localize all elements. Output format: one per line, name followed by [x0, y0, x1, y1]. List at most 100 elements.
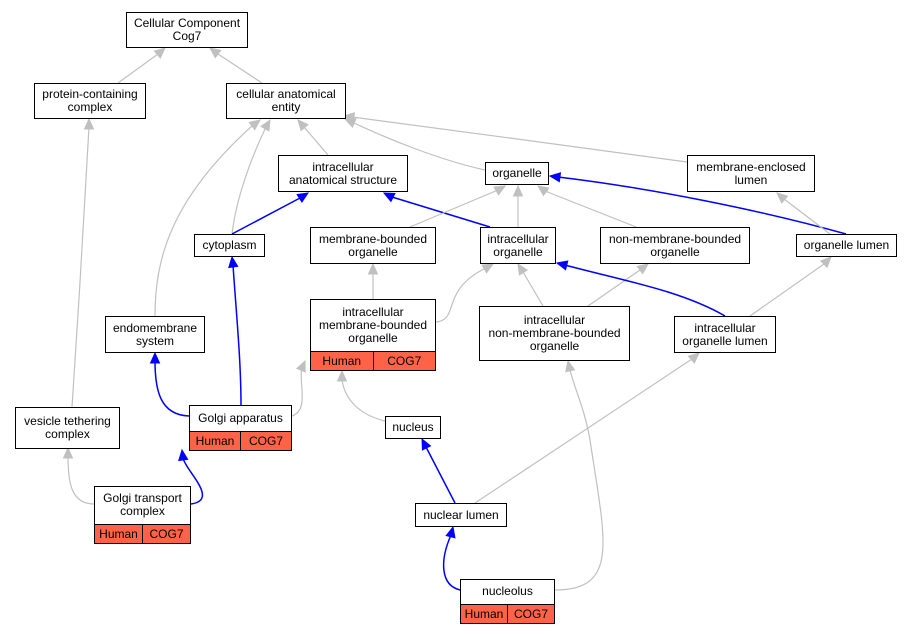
node-intracellular-non-membrane-bounded-organelle[interactable]: intracellular non-membrane-bounded organ…: [479, 306, 630, 361]
edge-cae-to-root: [217, 53, 263, 84]
node-label: Cellular Component Cog7: [133, 16, 241, 43]
annotation-row: Human COG7: [310, 351, 436, 371]
node-label: protein-containing complex: [42, 87, 138, 114]
edge-gtc-to-vtc: [67, 455, 95, 505]
node-organelle[interactable]: organelle: [485, 162, 549, 185]
node-label: organelle lumen: [803, 238, 890, 252]
arrowhead-golgi-to-imbo: [296, 359, 306, 373]
annotation-row: Human COG7: [460, 604, 555, 624]
species-cell[interactable]: Human: [195, 434, 235, 448]
arrowhead-vtc-to-pcc: [83, 117, 95, 130]
node-intracellular-membrane-bounded-organelle[interactable]: intracellular membrane-bounded organelle…: [310, 299, 436, 371]
arrowhead-io-to-org: [512, 184, 524, 197]
node-label: endomembrane system: [112, 320, 198, 348]
edge-golgi-to-cyt: [232, 264, 242, 406]
species-cell[interactable]: Human: [99, 527, 138, 541]
arrowhead-gtc-to-vtc: [62, 446, 74, 459]
edge-iol-to-io: [564, 264, 726, 317]
edge-nl-to-iol: [474, 358, 693, 504]
edge-imbo-to-io: [435, 267, 487, 323]
arrowhead-nl-to-nuc: [421, 437, 432, 451]
arrowhead-mel-to-cae: [342, 112, 356, 123]
node-protein-containing-complex[interactable]: protein-containing complex: [34, 83, 146, 119]
edge-gtc-to-golgi: [182, 457, 204, 505]
arrowhead-nmbo-to-org: [537, 185, 550, 197]
node-label: intracellular organelle: [487, 231, 549, 259]
node-golgi-transport-complex[interactable]: Golgi transport complex Human COG7: [94, 486, 191, 544]
edge-nmbo-to-org: [544, 190, 637, 228]
node-label: intracellular membrane-bounded organelle: [318, 304, 428, 345]
node-membrane-bounded-organelle[interactable]: membrane-bounded organelle: [310, 227, 436, 264]
edge-org-to-cae: [351, 121, 486, 171]
node-label: nucleolus: [482, 584, 533, 598]
gene-cell[interactable]: COG7: [507, 605, 554, 623]
arrowhead-nl-to-iol: [687, 352, 700, 364]
edge-nucleolus-to-nl: [442, 534, 461, 591]
node-intracellular-organelle-lumen[interactable]: intracellular organelle lumen: [674, 316, 776, 353]
arrowhead-pcc-to-root: [153, 47, 166, 59]
arrowhead-golgi-to-endo: [149, 351, 161, 364]
arrowhead-nucleolus-to-inmbo: [565, 359, 576, 373]
edge-nl-to-nuc: [425, 446, 456, 504]
arrowhead-endo-to-cae: [248, 119, 261, 131]
edge-pcc-to-root: [117, 53, 159, 84]
edge-endo-to-cae: [154, 125, 253, 317]
annotation-row: Human COG7: [189, 431, 292, 451]
edge-io-to-ias: [391, 196, 491, 228]
arrowhead-iol-to-ol: [819, 256, 832, 269]
node-label: cytoplasm: [202, 238, 257, 252]
node-organelle-lumen[interactable]: organelle lumen: [796, 234, 897, 257]
arrowhead-golgi-to-cyt: [228, 255, 239, 269]
arrowhead-inmbo-to-io: [517, 262, 529, 276]
gene-cell[interactable]: COG7: [240, 432, 291, 450]
node-golgi-apparatus[interactable]: Golgi apparatus Human COG7: [189, 405, 292, 451]
edge-mel-to-cae: [351, 116, 688, 163]
arrowhead-io-to-ias: [382, 192, 396, 203]
annotation-row: Human COG7: [94, 524, 191, 544]
edge-inmbo-to-io: [522, 271, 544, 307]
arrowhead-cae-to-root: [209, 47, 222, 59]
edge-inmbo-to-nmbo: [587, 269, 641, 307]
node-label: intracellular non-membrane-bounded organ…: [488, 313, 621, 353]
node-label: nuclear lumen: [423, 507, 499, 522]
node-label: non-membrane-bounded organelle: [608, 231, 742, 259]
node-vesicle-tethering-complex[interactable]: vesicle tethering complex: [15, 407, 120, 449]
node-label: membrane-bounded organelle: [318, 231, 428, 259]
gene-cell[interactable]: COG7: [372, 352, 436, 370]
node-intracellular-anatomical-structure[interactable]: intracellular anatomical structure: [278, 155, 408, 192]
arrowhead-nuc-to-imbo: [336, 369, 348, 382]
node-intracellular-organelle[interactable]: intracellular organelle: [480, 227, 556, 264]
edge-nucleolus-to-inmbo: [554, 369, 604, 591]
edge-ol-to-org: [557, 176, 847, 235]
node-cytoplasm[interactable]: cytoplasm: [194, 234, 265, 257]
node-non-membrane-bounded-organelle[interactable]: non-membrane-bounded organelle: [600, 227, 750, 264]
edge-cyt-to-cae: [231, 126, 267, 235]
node-label: intracellular organelle lumen: [682, 320, 768, 348]
arrowhead-ias-to-cae: [297, 119, 309, 132]
edge-mbo-to-org: [409, 189, 499, 228]
arrowhead-ol-to-org: [548, 172, 562, 183]
arrowhead-cyt-to-ias: [296, 192, 310, 204]
node-cellular-component-cog7[interactable]: Cellular Component Cog7: [126, 12, 248, 48]
node-membrane-enclosed-lumen[interactable]: membrane-enclosed lumen: [687, 155, 815, 192]
node-nucleolus[interactable]: nucleolus Human COG7: [460, 579, 555, 624]
node-nuclear-lumen[interactable]: nuclear lumen: [415, 503, 507, 527]
edge-vtc-to-pcc: [71, 126, 90, 408]
node-label: cellular anatomical entity: [236, 87, 336, 114]
arrowhead-mbo-to-org: [493, 185, 507, 196]
edge-golgi-to-endo: [154, 360, 190, 417]
node-nucleus[interactable]: nucleus: [385, 416, 441, 439]
gene-cell[interactable]: COG7: [142, 525, 190, 543]
node-endomembrane-system[interactable]: endomembrane system: [105, 316, 205, 353]
arrowhead-inmbo-to-nmbo: [636, 263, 649, 275]
species-cell[interactable]: Human: [464, 607, 504, 621]
node-label: vesicle tethering complex: [24, 414, 111, 441]
node-label: Golgi apparatus: [198, 410, 283, 425]
node-label: Golgi transport complex: [103, 491, 182, 518]
species-cell[interactable]: Human: [322, 354, 362, 368]
node-label: nucleus: [392, 420, 434, 434]
edge-iol-to-ol: [749, 263, 825, 317]
node-cellular-anatomical-entity[interactable]: cellular anatomical entity: [226, 83, 346, 119]
